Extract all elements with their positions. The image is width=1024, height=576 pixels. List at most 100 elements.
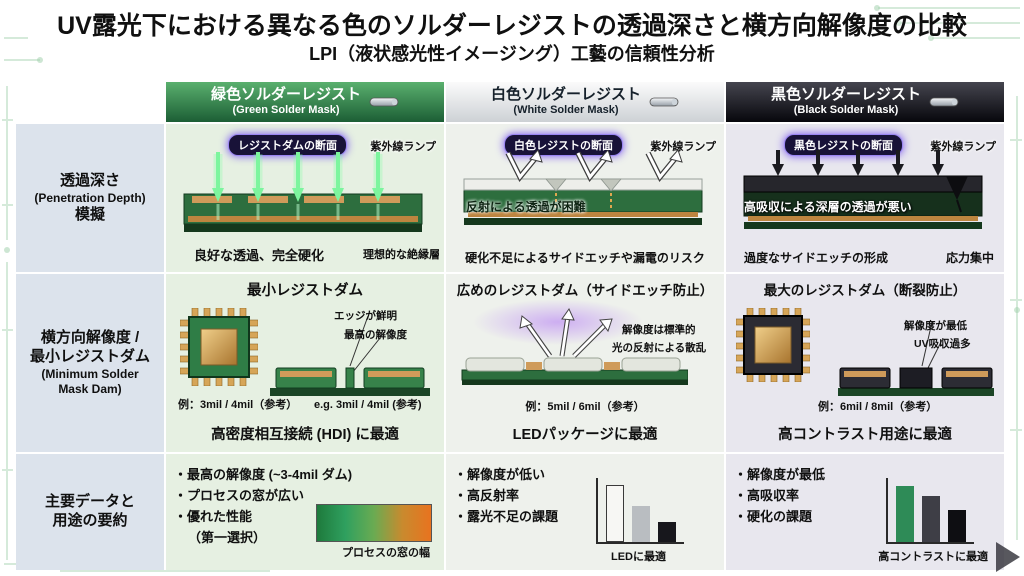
cell-summary-black: ・解像度が最低 ・高吸収率 ・硬化の課題 高コントラストに最適 — [726, 454, 1004, 570]
qfp-chip-icon-dark — [736, 308, 810, 382]
watermark-logo — [996, 542, 1020, 572]
scattered-arrows — [519, 307, 613, 358]
annotation-uv-overabsorption: UV吸収過多 — [914, 338, 971, 350]
chart-caption: 高コントラストに最適 — [878, 551, 988, 563]
qfp-chip-icon — [180, 308, 258, 386]
header-text-black: 黒色ソルダーレジスト (Black Solder Mask) — [770, 86, 921, 117]
cell-resolution-black: 最大のレジストダム（断裂防止） — [726, 274, 1004, 452]
bar-black — [658, 522, 676, 542]
row-label-line: 横方向解像度 / — [40, 329, 140, 347]
header-black-en: (Black Solder Mask) — [793, 104, 899, 117]
dam-cross-section-green — [270, 315, 430, 396]
row-label-penetration: 透過深さ (Penetration Depth) 模擬 — [16, 124, 164, 272]
example-value-en: e.g. 3mil / 4mil (参考) — [314, 399, 422, 411]
scattering-diagram — [461, 300, 688, 385]
cross-section-badge: 黒色レジストの断面 — [784, 134, 903, 156]
column-header-black: 黒色ソルダーレジスト (Black Solder Mask) — [726, 82, 1004, 122]
annotation-standard-resolution: 解像度は標準的 — [622, 324, 696, 336]
cell-penetration-white: 白色レジストの断面 紫外線ランプ — [446, 124, 724, 272]
bar-gray — [632, 506, 650, 542]
example-value-jp: 例：5mil / 6mil（参考） — [525, 401, 645, 413]
uv-lamp-label: 紫外線ランプ — [370, 141, 436, 153]
summary-bullet: ・最高の解像度 (~3-4mil ダム) — [174, 467, 353, 482]
column-header-white: 白色ソルダーレジスト (White Solder Mask) — [446, 82, 724, 122]
bar-white — [606, 485, 624, 542]
cell-summary-white: ・解像度が低い ・高反射率 ・露光不足の課題 LEDに最適 — [446, 454, 724, 570]
cross-section-badge: 白色レジストの断面 — [504, 134, 623, 156]
summary-bullet: ・プロセスの窓が広い — [174, 488, 305, 503]
pcb-board — [463, 178, 703, 225]
corner-cell — [16, 82, 164, 122]
resist-tube-icon — [369, 97, 399, 107]
header-white-jp: 白色ソルダーレジスト — [490, 86, 641, 104]
bar-green — [896, 486, 914, 542]
example-value-jp: 例：3mil / 4mil（参考） — [178, 399, 298, 411]
cell-resolution-green: 最小レジストダム — [166, 274, 444, 452]
header-green-en: (Green Solder Mask) — [232, 104, 340, 117]
row-label-line: 主要データと — [44, 493, 135, 511]
cell-penetration-green: レジストダムの断面 紫外線ランプ — [166, 124, 444, 272]
summary-bullet: ・解像度が最低 — [734, 467, 826, 482]
row-label-line: 用途の要約 — [52, 512, 128, 529]
annotation-light-scattering: 光の反射による散乱 — [612, 342, 707, 354]
caption-ideal-insulation: 理想的な絶縁層 — [363, 249, 440, 261]
row-label-line: (Minimum Solder — [41, 366, 139, 381]
comparison-table: 緑色ソルダーレジスト (Green Solder Mask) 白色ソルダーレジス… — [16, 82, 1004, 570]
caption-reflection-difficulty: 反射による透過が困難 — [466, 200, 586, 214]
uv-lamp-label: 紫外線ランプ — [650, 141, 716, 153]
bar-black — [948, 510, 966, 542]
process-window-gradient-bar — [316, 504, 432, 542]
summary-bullet-continuation: （第一選択） — [188, 530, 267, 545]
dam-cross-section-black — [838, 321, 994, 396]
page-title: UV露光下における異なる色のソルダーレジストの透過深さと横方向解像度の比較 — [57, 12, 967, 40]
absorbed-uv-arrows — [772, 150, 944, 176]
cross-section-badge: レジストダムの断面 — [228, 134, 347, 156]
summary-bullet: ・解像度が低い — [454, 467, 546, 482]
caption-excess-side-etch: 過度なサイドエッチの形成 — [744, 251, 889, 265]
row-label-resolution: 横方向解像度 / 最小レジストダム (Minimum Solder Mask D… — [16, 274, 164, 452]
penetration-diagram-black — [743, 150, 983, 229]
row-label-line: 透過深さ — [59, 171, 120, 189]
page-subtitle: LPI（液状感光性イメージング）工藝の信頼性分析 — [309, 44, 715, 64]
pcb-surface — [461, 357, 688, 385]
cell-penetration-black: 黒色レジストの断面 紫外線ランプ — [726, 124, 1004, 272]
resist-tube-icon — [649, 97, 679, 107]
mini-bar-chart-black — [886, 478, 974, 544]
reflected-uv-arrows — [505, 150, 683, 183]
cell-summary-green: ・最高の解像度 (~3-4mil ダム) ・プロセスの窓が広い ・優れた性能 （… — [166, 454, 444, 570]
summary-bullet: ・高吸収率 — [734, 488, 800, 503]
penetration-diagram-white — [463, 150, 703, 225]
annotation-sharp-edge: エッジが鮮明 — [334, 310, 397, 322]
chart-caption: プロセスの窓の幅 — [342, 547, 430, 559]
header-green-jp: 緑色ソルダーレジスト — [210, 86, 361, 104]
uv-arrows — [212, 152, 384, 220]
pcb-board — [183, 193, 423, 232]
mini-bar-chart-white — [596, 478, 684, 544]
header-text-white: 白色ソルダーレジスト (White Solder Mask) — [490, 86, 641, 117]
caption-side-etch-risk: 硬化不足によるサイドエッチや漏電のリスク — [465, 251, 705, 265]
header-black-jp: 黒色ソルダーレジスト — [770, 86, 921, 104]
resist-tube-icon — [929, 97, 959, 107]
dam-title: 広めのレジストダム（サイドエッチ防止） — [456, 283, 714, 298]
dam-title: 最大のレジストダム（断裂防止） — [763, 283, 967, 298]
summary-bullet: ・優れた性能 — [174, 509, 253, 524]
annotation-lowest-resolution: 解像度が最低 — [904, 320, 967, 332]
header-text-green: 緑色ソルダーレジスト (Green Solder Mask) — [210, 86, 361, 117]
column-header-green: 緑色ソルダーレジスト (Green Solder Mask) — [166, 82, 444, 122]
pcb-board — [743, 175, 983, 229]
application-label: 高コントラスト用途に最適 — [778, 427, 952, 443]
caption-stress-concentration: 応力集中 — [945, 251, 994, 265]
annotation-best-resolution: 最高の解像度 — [344, 329, 407, 341]
row-label-line: (Penetration Depth) — [34, 190, 146, 205]
example-value-jp: 例：6mil / 8mil（参考） — [818, 401, 938, 413]
header-white-en: (White Solder Mask) — [513, 104, 619, 117]
row-label-line: Mask Dam) — [58, 381, 122, 396]
summary-bullet: ・高反射率 — [454, 488, 520, 503]
summary-bullets: ・最高の解像度 (~3-4mil ダム) ・プロセスの窓が広い ・優れた性能 （… — [174, 464, 352, 548]
summary-bullets: ・解像度が最低 ・高吸収率 ・硬化の課題 — [734, 464, 825, 527]
caption-poor-deep-penetration: 高吸収による深層の透過が悪い — [744, 200, 912, 214]
uv-lamp-label: 紫外線ランプ — [930, 141, 996, 153]
row-label-line: 最小レジストダム — [29, 348, 150, 365]
application-label: 高密度相互接続 (HDI) に最適 — [211, 427, 399, 443]
